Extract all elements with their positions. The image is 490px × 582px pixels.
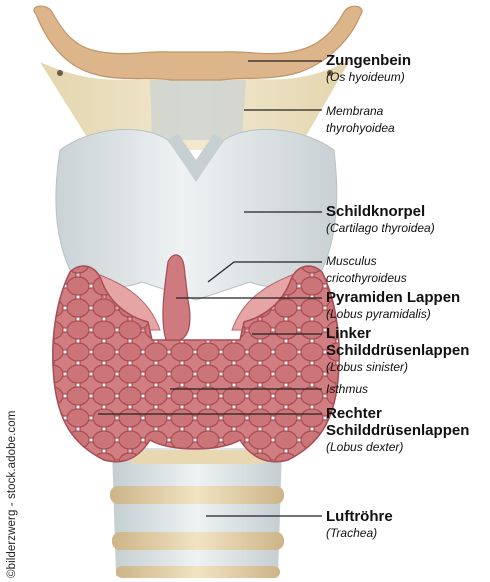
label-thyroid-cartilage-latin: (Cartilago thyroidea) [326,220,435,237]
label-left-lobe-line1: Linker [326,325,469,342]
label-right-lobe-line2: Schilddrüsenlappen [326,422,469,439]
label-left-lobe-line2: Schilddrüsenlappen [326,342,469,359]
label-trachea: Luftröhre (Trachea) [326,508,393,542]
label-thyroid-cartilage-name: Schildknorpel [326,203,435,220]
hyoid-bone-shape [34,6,362,80]
label-cricothyroid-line2: cricothyroideus [326,270,407,287]
label-left-lobe-latin: (Lobus sinister) [326,359,469,376]
label-isthmus-name: Isthmus [326,381,368,398]
label-right-lobe-line1: Rechter [326,405,469,422]
label-hyoid: Zungenbein (Os hyoideum) [326,52,411,86]
image-credit: ©bilderzwerg - stock.adobe.com [6,411,18,578]
label-thyroid-cartilage: Schildknorpel (Cartilago thyroidea) [326,203,435,237]
label-membrane-line1: Membrana [326,103,395,120]
label-pyramidal-lobe-latin: (Lobus pyramidalis) [326,306,460,323]
label-right-lobe: Rechter Schilddrüsenlappen (Lobus dexter… [326,405,469,456]
label-cricothyroid: Musculus cricothyroideus [326,253,407,287]
trachea-shape [110,448,284,578]
label-membrane-line2: thyrohyoidea [326,120,395,137]
label-pyramidal-lobe-name: Pyramiden Lappen [326,289,460,306]
label-right-lobe-latin: (Lobus dexter) [326,439,469,456]
label-pyramidal-lobe: Pyramiden Lappen (Lobus pyramidalis) [326,289,460,323]
label-membrane: Membrana thyrohyoidea [326,103,395,137]
label-left-lobe: Linker Schilddrüsenlappen (Lobus siniste… [326,325,469,376]
label-trachea-name: Luftröhre [326,508,393,525]
label-trachea-latin: (Trachea) [326,525,393,542]
label-isthmus: Isthmus [326,381,368,398]
label-cricothyroid-line1: Musculus [326,253,407,270]
label-hyoid-latin: (Os hyoideum) [326,69,411,86]
label-hyoid-name: Zungenbein [326,52,411,69]
